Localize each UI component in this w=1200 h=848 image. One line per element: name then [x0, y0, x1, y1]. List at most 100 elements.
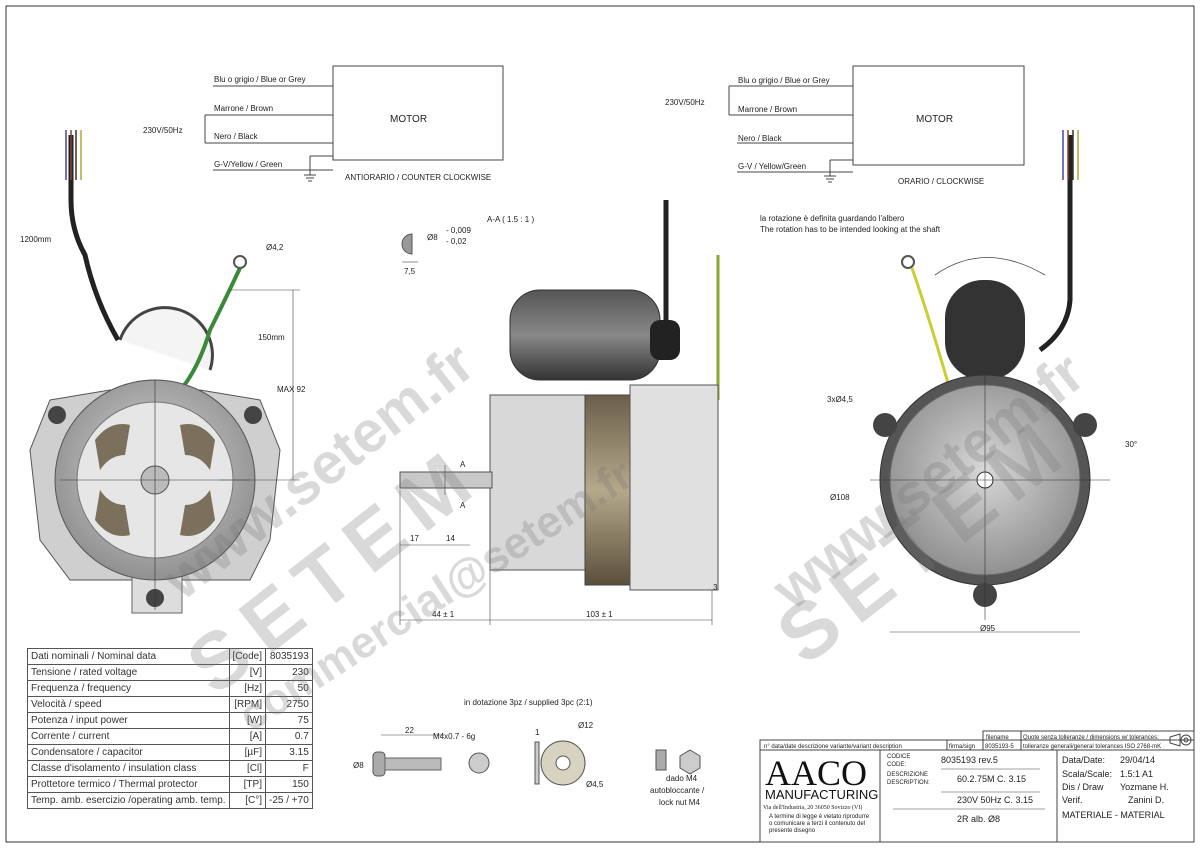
legal-note: o comunicare a terzi il contenuto del [769, 821, 865, 827]
desc-line: 230V 50Hz C. 3.15 [957, 795, 1033, 805]
tolerance-note: Quote senza tolleranze / dimensions w/ t… [1023, 735, 1159, 741]
scale-value: 1.5:1 A1 [1120, 769, 1153, 779]
table-row: Tensione / rated voltage[V]230 [27, 664, 313, 681]
code-value: 8035193 rev.5 [941, 755, 998, 765]
rotation-caption: ORARIO / CLOCKWISE [898, 177, 984, 186]
sheet-border [5, 5, 1195, 843]
wire-label: G-V/Yellow / Green [214, 160, 282, 169]
section-mark: A [460, 460, 466, 469]
wire-label: Marrone / Brown [214, 104, 273, 113]
row-label: Corrente / current [27, 728, 230, 745]
revision-header: n° data/date descrizione variante/varian… [764, 744, 902, 750]
table-row: Potenza / input power[W]75 [27, 712, 313, 729]
filename-label: filename [986, 735, 1009, 741]
material-label: MATERIALE - MATERIAL [1062, 810, 1165, 820]
code-label: CODE: [887, 762, 906, 768]
table-row: Velocità / speed[RPM]2750 [27, 696, 313, 713]
row-label: Prottetore termico / Thermal protector [27, 776, 230, 793]
supply-label: 230V/50Hz [665, 98, 705, 107]
verif-label: Verif. [1062, 795, 1083, 805]
row-label: Classe d'isolamento / insulation class [27, 760, 230, 777]
body-dia-dim: Ø95 [980, 624, 996, 633]
row-label: Condensatore / capacitor [27, 744, 230, 761]
motor-front-view: 1200mm Ø4,2 150mm MAX 92 [20, 130, 306, 614]
filename: 8035193-5 [985, 744, 1014, 750]
dim-17: 17 [410, 534, 419, 543]
wire-label: Nero / Black [738, 134, 783, 143]
motor-box [332, 65, 504, 161]
wire-label: Marrone / Brown [738, 105, 797, 114]
company-logo: AACO [765, 753, 867, 793]
wiring-diagram-right: MOTOR Blu o grigio / Blue or Grey Marron… [665, 65, 1025, 186]
shaft-dia: Ø8 [427, 233, 438, 242]
dim-14: 14 [446, 534, 455, 543]
supplied-hardware: in dotazione 3pz / supplied 3pc (2:1) 22… [353, 698, 705, 807]
motor-rear-view: la rotazione è definita guardando l'albe… [760, 130, 1137, 633]
angle-dim: 30° [1125, 440, 1137, 449]
scale-label: Scala/Scale: [1062, 769, 1112, 779]
rotation-note: The rotation has to be intended looking … [760, 225, 941, 234]
section-mark: A [460, 501, 466, 510]
code-label: CODICE [887, 754, 910, 760]
desc-label: DESCRIPTION: [887, 780, 930, 786]
holes-dim: 3xØ4,5 [827, 395, 853, 404]
nut-label: autobloccante / [650, 786, 705, 795]
wire-label: Nero / Black [214, 132, 259, 141]
row-unit: [C°] [228, 792, 266, 809]
wire-label: Blu o grigio / Blue or Grey [738, 76, 830, 85]
washer-id-dim: Ø4,5 [586, 780, 604, 789]
sign-header: firma/sign [949, 744, 975, 750]
row-label: Frequenza / frequency [27, 680, 230, 697]
row-unit: [TP] [228, 776, 266, 793]
supply-label: 230V/50Hz [143, 126, 183, 135]
desc-label: DESCRIZIONE [887, 772, 928, 778]
legal-note: presente disegno [769, 828, 816, 834]
verif-value: Zanini D. [1128, 795, 1164, 805]
wiring-diagram-left: MOTOR Blu o grigio / Blue or Grey Marron… [143, 65, 504, 182]
rotation-note: la rotazione è definita guardando l'albe… [760, 214, 905, 223]
date-label: Data/Date: [1062, 755, 1105, 765]
rotation-caption: ANTIORARIO / COUNTER CLOCKWISE [345, 173, 491, 182]
thread-spec: M4x0.7 - 6g [433, 732, 475, 741]
motor-label: MOTOR [390, 114, 427, 125]
screw-length-dim: 22 [405, 726, 414, 735]
row-label: Velocità / speed [27, 696, 230, 713]
row-value: -25 / +70 [265, 792, 313, 809]
row-value: 150 [265, 776, 313, 793]
cable-length-dim: 1200mm [20, 235, 51, 244]
shaft-flat-dim: 7,5 [404, 267, 416, 276]
shaft-length-dim: 44 ± 1 [432, 610, 455, 619]
body-length-dim: 103 ± 1 [586, 610, 613, 619]
wire-label: Blu o grigio / Blue or Grey [214, 75, 306, 84]
table-row: Corrente / current[A]0.7 [27, 728, 313, 745]
max-height-dim: MAX 92 [277, 385, 306, 394]
legal-note: A termine di legge è vietato riprodurre [769, 814, 870, 820]
shaft-tol-upper: - 0,009 [446, 226, 471, 235]
wire-label: G-V / Yellow/Green [738, 162, 806, 171]
ground-length-dim: 150mm [258, 333, 285, 342]
desc-line: 2R alb. Ø8 [957, 814, 1000, 824]
flange-dim: 3 [713, 583, 718, 592]
row-label: Temp. amb. esercizio /operating amb. tem… [27, 792, 230, 809]
washer-od-dim: Ø12 [578, 721, 594, 730]
section-title: A-A ( 1.5 : 1 ) [487, 215, 534, 224]
row-unit: [µF] [228, 744, 266, 761]
draw-value: Yozmane H. [1120, 782, 1169, 792]
desc-line: 60.2.75M C. 3.15 [957, 774, 1026, 784]
tolerance-note: tolleranze generali/general tolerances I… [1023, 744, 1161, 750]
row-value: F [265, 760, 313, 777]
draw-label: Dis / Draw [1062, 782, 1104, 792]
projection-symbol-icon [1169, 733, 1192, 747]
shaft-section-aa: A-A ( 1.5 : 1 ) Ø8 - 0,009 - 0,02 7,5 [401, 215, 534, 276]
table-row: Classe d'isolamento / insulation class[C… [27, 760, 313, 777]
table-row: Temp. amb. esercizio /operating amb. tem… [27, 792, 313, 809]
row-label: Potenza / input power [27, 712, 230, 729]
row-unit: [Cl] [228, 760, 266, 777]
washer-thk-dim: 1 [535, 728, 540, 737]
pcd-dim: Ø108 [830, 493, 850, 502]
ring-terminal-dim: Ø4,2 [266, 243, 284, 252]
table-row: Condensatore / capacitor[µF]3.15 [27, 744, 313, 761]
head-dia-dim: Ø8 [353, 761, 364, 770]
nominal-data-table: Dati nominali / Nominal data[Code]803519… [27, 648, 313, 809]
